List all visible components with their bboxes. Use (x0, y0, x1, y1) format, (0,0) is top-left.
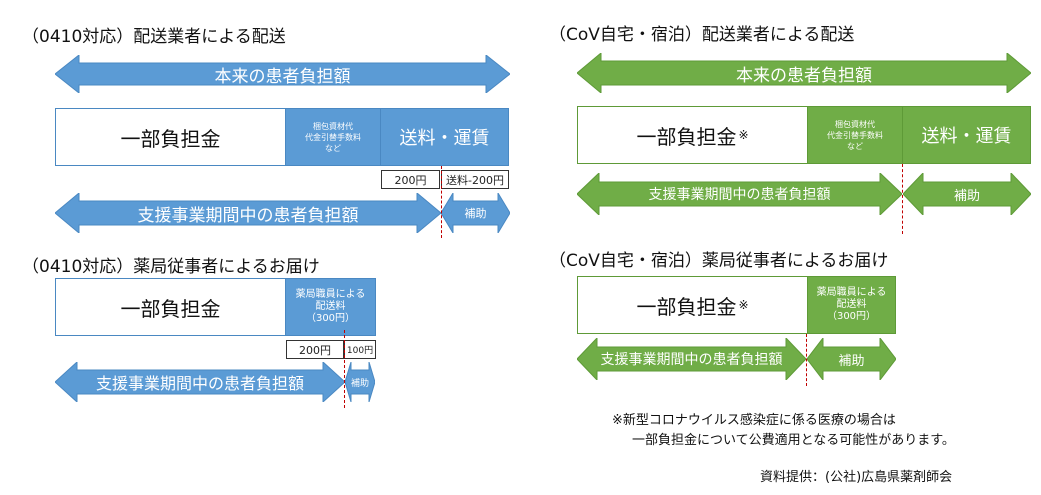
box-200-yen: 200円 (381, 170, 440, 189)
subsidy-label: 補助 (838, 353, 865, 369)
delivery-line-1: 薬局職員による (295, 289, 366, 300)
pharmacy-delivery-cell: 薬局職員による 配送料 （300円） (807, 276, 896, 334)
box-200-yen: 200円 (286, 340, 344, 359)
double-arrow-shape (903, 173, 1031, 215)
support-period-arrow-right-top: 支援事業期間中の患者負担額 (577, 173, 902, 215)
packing-line-1: 梱包資材代 (313, 121, 353, 131)
subsidy-label: 補助 (350, 378, 369, 389)
shipping-cell: 送料・運賃 (380, 108, 509, 166)
delivery-line-3: （300円） (305, 313, 356, 324)
copay-label: 一部負担金 (120, 296, 221, 321)
packing-line-2: 代金引替手数料 (827, 130, 883, 140)
subsidy-arrow-left-top: 補助 (441, 193, 510, 233)
divider-dashed-line (806, 334, 807, 386)
subsidy-label: 補助 (464, 207, 487, 220)
divider-dashed-line (344, 330, 345, 408)
support-period-label: 支援事業期間中の患者負担額 (137, 205, 359, 226)
double-arrow-shape (577, 53, 1031, 93)
double-arrow-shape (577, 173, 902, 215)
double-arrow-shape (55, 362, 345, 402)
shipping-cell: 送料・運賃 (902, 106, 1031, 164)
heading-left-bottom: （0410対応）薬局従事者によるお届け (22, 257, 320, 277)
note-mark: ※ (738, 128, 749, 142)
double-arrow-shape (577, 338, 806, 380)
total-burden-arrow-left: 本来の患者負担額 (55, 55, 510, 93)
pharmacy-delivery-cell: 薬局職員による 配送料 （300円） (285, 278, 376, 336)
shipping-label: 送料・運賃 (921, 126, 1012, 147)
copay-cell: 一部負担金 (55, 108, 286, 166)
source-credit: 資料提供：(公社)広島県薬剤師会 (760, 470, 953, 485)
support-period-arrow-left-bottom: 支援事業期間中の患者負担額 (55, 362, 345, 402)
packing-line-1: 梱包資材代 (835, 119, 875, 129)
total-burden-arrow-right: 本来の患者負担額 (577, 53, 1031, 93)
double-arrow-shape (441, 193, 510, 233)
divider-dashed-line (902, 164, 903, 234)
copay-cell: 一部負担金※ (577, 106, 808, 164)
note-mark: ※ (738, 298, 749, 312)
box-100-yen: 100円 (344, 340, 376, 359)
support-period-label: 支援事業期間中の患者負担額 (648, 187, 831, 203)
footnote-line-1: ※新型コロナウイルス感染症に係る医療の場合は (612, 413, 896, 428)
delivery-line-2: 配送料 (836, 299, 867, 310)
double-arrow-shape (807, 338, 896, 380)
total-burden-label: 本来の患者負担額 (736, 65, 872, 86)
packing-fee-cell: 梱包資材代 代金引替手数料 など (807, 106, 903, 164)
copay-label: 一部負担金 (636, 294, 737, 319)
packing-fee-cell: 梱包資材代 代金引替手数料 など (285, 108, 381, 166)
support-period-arrow-right-bottom: 支援事業期間中の患者負担額 (577, 338, 806, 380)
total-burden-label: 本来の患者負担額 (214, 66, 351, 87)
footnote-line-2: 一部負担金について公費適用となる可能性があります。 (632, 433, 955, 448)
double-arrow-shape (55, 193, 441, 233)
divider-dashed-line (441, 166, 442, 238)
subsidy-label: 補助 (953, 188, 980, 204)
copay-cell: 一部負担金 (55, 278, 286, 336)
copay-cell: 一部負担金※ (577, 276, 808, 334)
box-shipping-minus-200: 送料-200円 (441, 170, 509, 189)
subsidy-arrow-right-bottom: 補助 (807, 338, 896, 380)
packing-line-3: など (847, 141, 863, 151)
packing-line-2: 代金引替手数料 (305, 132, 361, 142)
subsidy-arrow-right-top: 補助 (903, 173, 1031, 215)
shipping-label: 送料・運賃 (399, 128, 490, 149)
heading-right-top: （CoV自宅・宿泊）配送業者による配送 (549, 25, 855, 45)
delivery-line-1: 薬局職員による (816, 287, 887, 298)
copay-label: 一部負担金 (636, 124, 737, 149)
double-arrow-shape (345, 362, 375, 402)
subsidy-arrow-left-bottom: 補助 (345, 362, 375, 402)
support-period-label: 支援事業期間中の患者負担額 (95, 374, 304, 393)
copay-label: 一部負担金 (120, 126, 221, 151)
double-arrow-shape (55, 55, 510, 93)
support-period-label: 支援事業期間中の患者負担額 (600, 352, 783, 368)
heading-left-top: （0410対応）配送業者による配送 (22, 27, 286, 47)
delivery-line-3: （300円） (826, 311, 877, 322)
heading-right-bottom: （CoV自宅・宿泊）薬局従事者によるお届け (549, 251, 889, 271)
packing-line-3: など (325, 143, 341, 153)
delivery-line-2: 配送料 (315, 301, 346, 312)
support-period-arrow-left-top: 支援事業期間中の患者負担額 (55, 193, 441, 233)
